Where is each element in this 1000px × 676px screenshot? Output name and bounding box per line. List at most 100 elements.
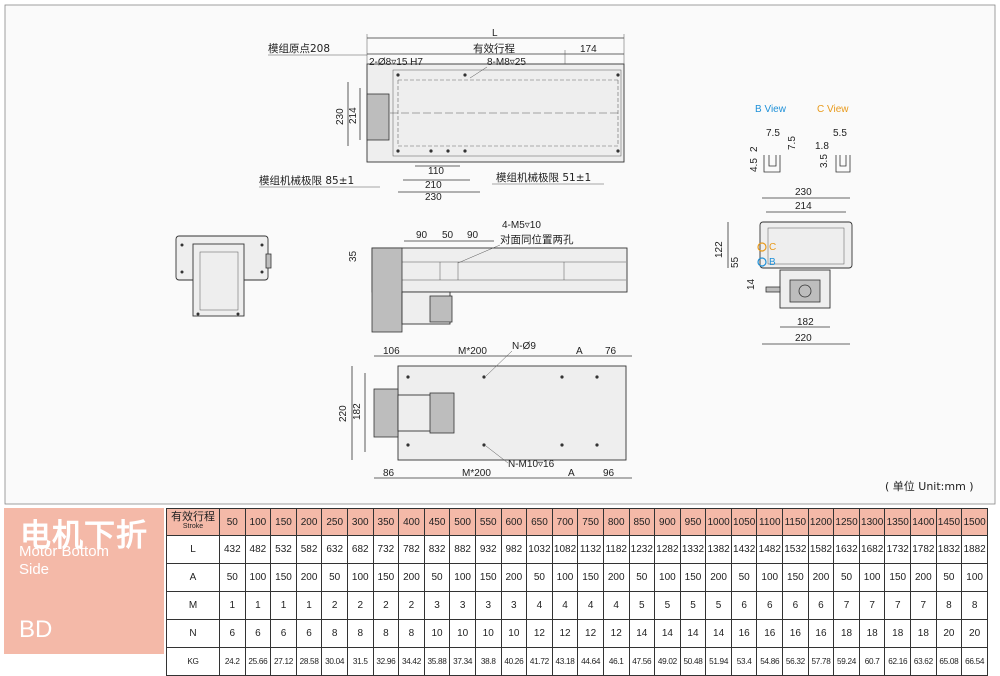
stroke-cell: 600 <box>500 508 528 536</box>
table-cell: 100 <box>346 563 374 592</box>
table-cell: 14 <box>679 619 707 648</box>
n-thread-label: N-M10▿16 <box>508 459 555 470</box>
table-cell: 1882 <box>961 535 988 564</box>
table-cell: 10 <box>474 619 502 648</box>
table-cell: 53.4 <box>730 647 758 676</box>
dim-A-bottom: A <box>568 468 575 479</box>
table-cell: 12 <box>526 619 553 648</box>
table-cell: 1032 <box>526 535 553 564</box>
table-cell: 200 <box>295 563 323 592</box>
origin-label: 模组原点208 <box>268 42 330 55</box>
stroke-cell: 100 <box>244 508 272 536</box>
table-cell: 200 <box>910 563 937 592</box>
model-code: BD <box>19 616 53 643</box>
row-label: L <box>166 535 220 564</box>
table-cell: 51.94 <box>705 647 732 676</box>
side-dim-182: 182 <box>797 317 814 328</box>
dim-182-vert: 182 <box>352 403 363 420</box>
table-cell: 6 <box>730 591 758 620</box>
table-cell: 62.16 <box>884 647 912 676</box>
table-cell: 50 <box>730 563 758 592</box>
dim-m200-top: M*200 <box>458 346 487 357</box>
dim-90b: 90 <box>467 230 479 241</box>
table-cell: 100 <box>858 563 886 592</box>
dim-110: 110 <box>428 166 444 177</box>
stroke-cell: 250 <box>321 508 348 536</box>
table-cell: 1282 <box>654 535 681 564</box>
table-cell: 14 <box>654 619 681 648</box>
stroke-cell: 50 <box>219 508 246 536</box>
table-cell: 30.04 <box>321 647 348 676</box>
row-label: M <box>166 591 220 620</box>
holes-label: 4-M5▿10 <box>502 220 541 231</box>
dim-50: 50 <box>442 230 454 241</box>
table-cell: 1 <box>270 591 297 620</box>
stroke-cell: 1200 <box>807 508 835 536</box>
mech-limit-left: 模组机械极限 85±1 <box>259 174 354 187</box>
table-cell: 632 <box>321 535 348 564</box>
stroke-cell: 1100 <box>756 508 784 536</box>
table-cell: 50.48 <box>679 647 707 676</box>
table-cell: 8 <box>935 591 963 620</box>
table-cell: 1782 <box>910 535 937 564</box>
table-cell: 432 <box>219 535 246 564</box>
table-cell: 1232 <box>628 535 656 564</box>
row-label: A <box>166 563 220 592</box>
table-cell: 50 <box>935 563 963 592</box>
table-cell: 12 <box>551 619 579 648</box>
model-title-cn: 电机下折 <box>20 518 148 554</box>
table-cell: 41.72 <box>526 647 553 676</box>
front-view: 90 50 90 35 4-M5▿10 对面同位置两孔 <box>348 220 628 333</box>
side-dim-122: 122 <box>714 241 725 258</box>
b-dim-2: 2 <box>749 146 760 152</box>
table-cell: 4 <box>526 591 553 620</box>
table-cell: 16 <box>756 619 784 648</box>
table-cell: 532 <box>270 535 297 564</box>
table-cell: 3 <box>449 591 476 620</box>
table-cell: 150 <box>372 563 400 592</box>
table-cell: 56.32 <box>782 647 809 676</box>
table-cell: 1832 <box>935 535 963 564</box>
table-cell: 200 <box>807 563 835 592</box>
dim-230: 230 <box>425 192 442 203</box>
bottom-view: 106 M*200 N-Ø9 A 76 220 182 86 M*200 N-M… <box>338 341 632 479</box>
table-cell: 60.7 <box>858 647 886 676</box>
dim-86: 86 <box>383 468 395 479</box>
table-cell: 25.66 <box>244 647 272 676</box>
stroke-cell: 800 <box>602 508 630 536</box>
stroke-cell: 650 <box>526 508 553 536</box>
table-cell: 44.64 <box>577 647 604 676</box>
table-cell: 882 <box>449 535 476 564</box>
table-cell: 2 <box>346 591 374 620</box>
dim-96: 96 <box>603 468 615 479</box>
table-cell: 14 <box>705 619 732 648</box>
table-cell: 100 <box>449 563 476 592</box>
c-dim-55: 5.5 <box>833 128 847 139</box>
table-cell: 46.1 <box>602 647 630 676</box>
table-cell: 3 <box>423 591 451 620</box>
dim-174: 174 <box>580 44 597 55</box>
stroke-cell: 1050 <box>730 508 758 536</box>
table-cell: 3 <box>474 591 502 620</box>
table-cell: 6 <box>807 591 835 620</box>
table-cell: 18 <box>833 619 860 648</box>
table-cell: 1632 <box>833 535 860 564</box>
table-cell: 50 <box>423 563 451 592</box>
table-cell: 38.8 <box>474 647 502 676</box>
table-cell: 1082 <box>551 535 579 564</box>
stroke-cell: 350 <box>372 508 400 536</box>
side-view: B View C View 7.5 2 4.5 7.5 5.5 1.8 3.5 … <box>714 104 853 345</box>
table-cell: 6 <box>219 619 246 648</box>
stroke-cell: 900 <box>654 508 681 536</box>
table-cell: 150 <box>884 563 912 592</box>
table-cell: 1532 <box>782 535 809 564</box>
table-cell: 4 <box>602 591 630 620</box>
dim-A-top: A <box>576 346 583 357</box>
table-cell: 6 <box>756 591 784 620</box>
top-view: L 有效行程 174 模组原点208 2-Ø8▿15 H7 8-M8▿25 23… <box>259 28 625 203</box>
stroke-cell: 450 <box>423 508 451 536</box>
side-dim-214: 214 <box>795 201 812 212</box>
